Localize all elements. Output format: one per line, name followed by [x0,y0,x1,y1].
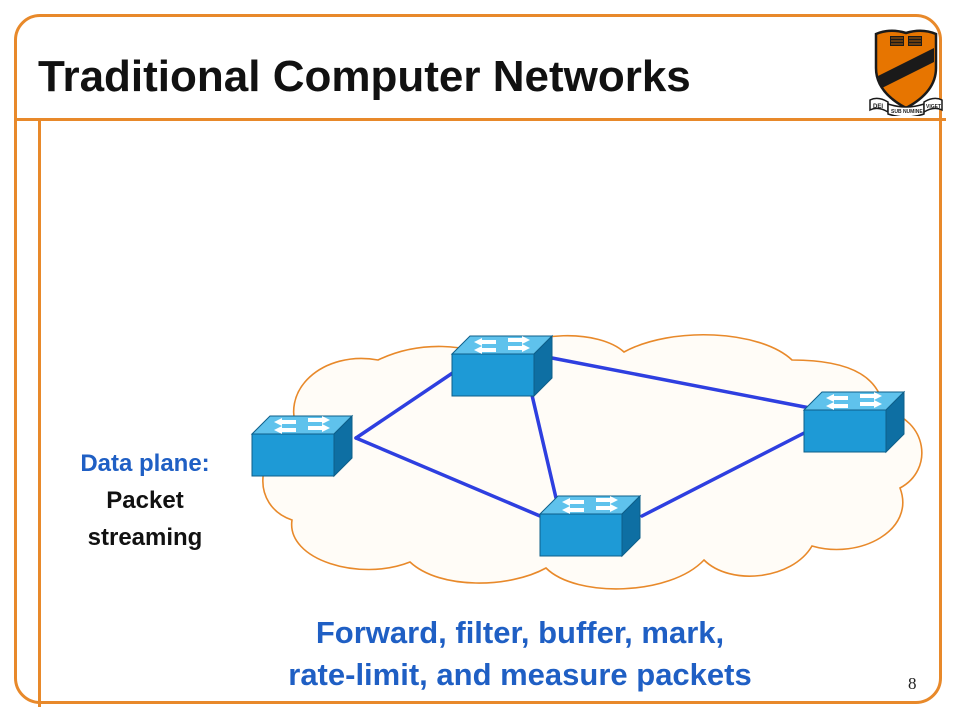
data-plane-line-1: Packet [106,487,184,514]
network-links [354,356,812,518]
network-switch-icon [803,391,905,453]
data-plane-heading: Data plane: [80,450,210,477]
link-top-right [550,356,812,410]
switch-right [803,391,905,453]
svg-text:SUB NUMINE: SUB NUMINE [891,109,923,115]
left-margin-line [38,121,41,707]
data-plane-line-2: streaming [87,524,203,551]
link-bottom-right [640,428,812,518]
link-left-top [354,366,462,440]
switch-left [251,415,353,477]
svg-text:VIGET: VIGET [926,104,941,110]
network-switch-icon [251,415,353,477]
caption-line-2: rate-limit, and measure packets [288,657,752,692]
switch-top [451,335,553,397]
svg-text:DEI: DEI [873,104,883,110]
network-switch-icon [451,335,553,397]
caption: Forward, filter, buffer, mark, rate-limi… [200,612,840,696]
slide-frame [14,14,942,704]
link-top-bottom [526,376,558,500]
title-divider [14,118,946,121]
link-left-bottom [354,436,542,518]
network-switch-icon [539,495,641,557]
slide-title: Traditional Computer Networks [38,52,691,101]
page-number: 8 [908,674,917,693]
caption-line-1: Forward, filter, buffer, mark, [315,615,725,650]
princeton-shield-icon: DEI SUB NUMINE VIGET [869,29,943,116]
data-plane-label: Data plane: Packet streaming [50,445,240,556]
switch-bottom [539,495,641,557]
